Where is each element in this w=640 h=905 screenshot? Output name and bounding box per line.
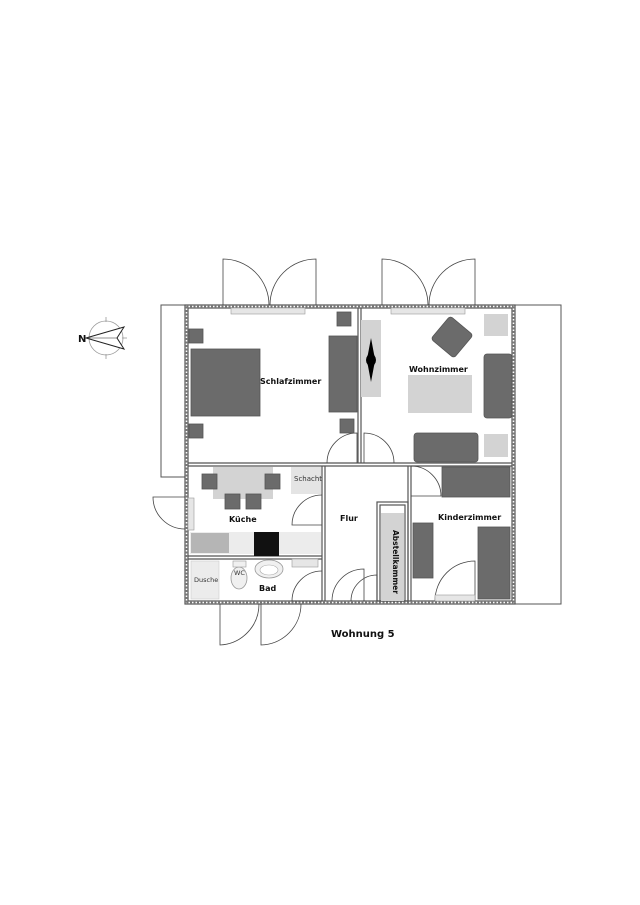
side-table: [484, 314, 508, 336]
room-label-kueche: Küche: [229, 515, 257, 524]
sofa-right: [483, 353, 513, 419]
storage-shelf: [381, 513, 404, 601]
chair: [201, 473, 218, 490]
door-balcony-wohnzimmer: [381, 258, 476, 306]
door-balcony-schlafzimmer: [222, 258, 317, 306]
sofa-bottom: [413, 432, 479, 463]
door-bad: [291, 570, 323, 602]
door-kueche-balcony: [152, 496, 186, 530]
shaft: [291, 467, 321, 494]
door-kueche: [291, 494, 323, 526]
room-label-flur: Flur: [340, 514, 358, 523]
room-label-wohnzimmer: Wohnzimmer: [409, 365, 468, 374]
wardrobe: [328, 335, 358, 413]
chair: [264, 473, 281, 490]
chair: [339, 418, 355, 434]
bed-top: [441, 466, 511, 498]
room-label-bad: Bad: [259, 584, 276, 593]
radiator: [390, 307, 466, 315]
side-table: [484, 434, 508, 457]
room-label-kinderzimmer: Kinderzimmer: [438, 513, 501, 522]
room-label-abstellkammer: Abstellkammer: [391, 530, 400, 594]
balcony-left: [160, 304, 186, 478]
desk: [412, 522, 434, 579]
bed: [190, 348, 261, 417]
nightstand: [188, 328, 204, 344]
chair: [336, 311, 352, 327]
door-kinderzimmer-top: [410, 465, 442, 497]
door-abstellkammer: [350, 574, 378, 602]
radiator: [187, 497, 195, 531]
room-label-dusche: Dusche: [194, 576, 218, 584]
coffee-table: [408, 375, 472, 413]
door-schlafzimmer: [326, 432, 358, 464]
chair: [224, 493, 241, 510]
compass-letter: N: [78, 334, 86, 345]
radiator: [434, 594, 476, 602]
nightstand: [188, 423, 204, 439]
shower: [190, 560, 220, 600]
door-kinderzimmer-bottom: [434, 560, 476, 602]
door-wohnzimmer: [363, 432, 395, 464]
room-label-schacht: Schacht: [294, 475, 322, 483]
door-bottom: [219, 603, 302, 646]
balcony-right: [514, 304, 562, 605]
sink-counter: [191, 533, 229, 553]
bed-right: [477, 526, 511, 600]
radiator: [291, 558, 319, 568]
armchair: [431, 316, 473, 358]
dining-table: [213, 467, 273, 499]
radiator: [230, 307, 306, 315]
compass-icon: N: [78, 317, 127, 359]
stove: [254, 532, 279, 556]
room-label-schlafzimmer: Schlafzimmer: [260, 377, 321, 386]
chair: [245, 493, 262, 510]
door-flur-entrance: [331, 568, 365, 602]
room-label-wc: WC: [234, 569, 245, 577]
plan-title: Wohnung 5: [331, 629, 395, 640]
